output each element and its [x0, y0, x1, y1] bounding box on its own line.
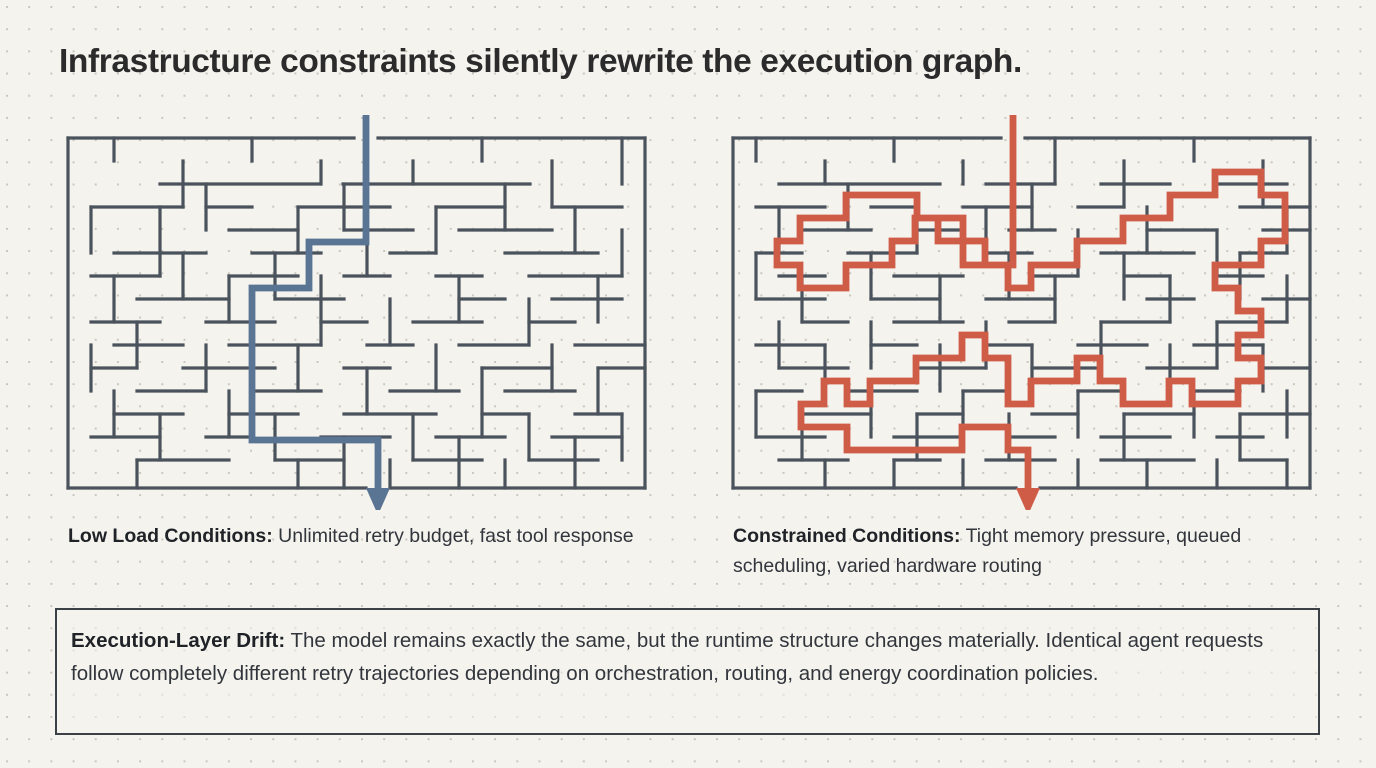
- caption-constrained-lead: Constrained Conditions:: [733, 525, 961, 547]
- page-title: Infrastructure constraints silently rewr…: [59, 43, 1022, 80]
- solution-path-low-load: [248, 115, 390, 510]
- summary-box: Execution-Layer Drift: The model remains…: [55, 608, 1320, 735]
- caption-constrained-body: Tight memory pressure, queued scheduling…: [733, 525, 1242, 577]
- summary-body: The model remains exactly the same, but …: [71, 629, 1264, 686]
- maze-constrained: [725, 110, 1325, 510]
- maze-walls: [66, 136, 647, 490]
- caption-low-load-body: Unlimited retry budget, fast tool respon…: [272, 525, 634, 547]
- caption-low-load-lead: Low Load Conditions:: [68, 525, 273, 547]
- caption-low-load: Low Load Conditions: Unlimited retry bud…: [68, 522, 668, 552]
- caption-constrained: Constrained Conditions: Tight memory pre…: [733, 522, 1333, 581]
- solution-path-constrained: [773, 115, 1289, 510]
- maze-walls: [731, 136, 1312, 490]
- maze-low-load: [60, 110, 660, 510]
- summary-lead: Execution-Layer Drift:: [71, 629, 286, 652]
- summary-text: Execution-Layer Drift: The model remains…: [71, 624, 1295, 690]
